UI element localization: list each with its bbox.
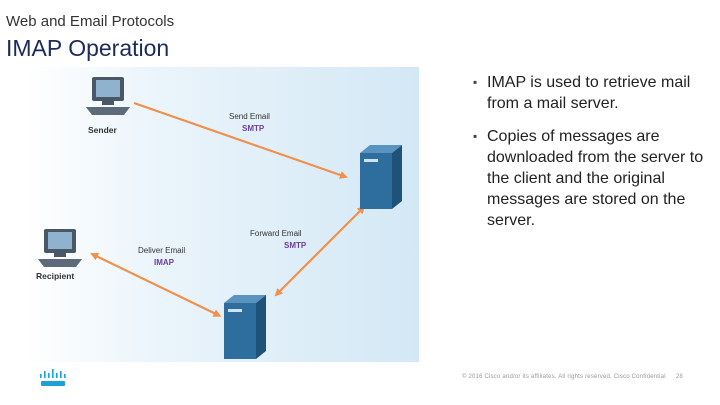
header-band	[0, 0, 720, 64]
sender-label: Sender	[88, 125, 118, 135]
bullet-list: ▪ IMAP is used to retrieve mail from a m…	[473, 72, 713, 243]
bullet-text: Copies of messages are downloaded from t…	[487, 128, 704, 229]
send-email-arrow	[133, 101, 348, 179]
cisco-logo-icon	[40, 369, 66, 386]
send-protocol-label: SMTP	[242, 124, 265, 133]
footer-copyright: © 2016 Cisco and/or its affiliates. All …	[462, 374, 666, 380]
deliver-email-arrow	[90, 253, 222, 317]
imap-diagram: Sender Recipient Send Email SMTP Forward…	[24, 67, 419, 362]
bullet-marker-icon: ▪	[473, 75, 478, 89]
forward-protocol-label: SMTP	[284, 241, 307, 250]
sender-computer-icon	[86, 77, 130, 115]
recipient-mail-server-icon	[224, 295, 266, 359]
recipient-computer-icon	[38, 229, 82, 267]
section-subtitle: Web and Email Protocols	[6, 13, 175, 30]
bullet-text: IMAP is used to retrieve mail from a mai…	[487, 74, 691, 112]
recipient-label: Recipient	[36, 271, 74, 281]
send-email-label: Send Email	[229, 112, 270, 121]
forward-email-arrow	[274, 205, 366, 297]
sender-mail-server-icon	[360, 145, 402, 209]
diagram-canvas: Sender Recipient Send Email SMTP Forward…	[36, 77, 402, 359]
page-title: IMAP Operation	[6, 35, 170, 61]
bullet-item: ▪ Copies of messages are downloaded from…	[473, 126, 713, 231]
page-number: 28	[676, 374, 683, 380]
bullet-item: ▪ IMAP is used to retrieve mail from a m…	[473, 72, 713, 114]
forward-email-label: Forward Email	[250, 229, 302, 238]
bullet-marker-icon: ▪	[473, 129, 478, 143]
deliver-email-label: Deliver Email	[138, 246, 185, 255]
deliver-protocol-label: IMAP	[154, 258, 175, 267]
